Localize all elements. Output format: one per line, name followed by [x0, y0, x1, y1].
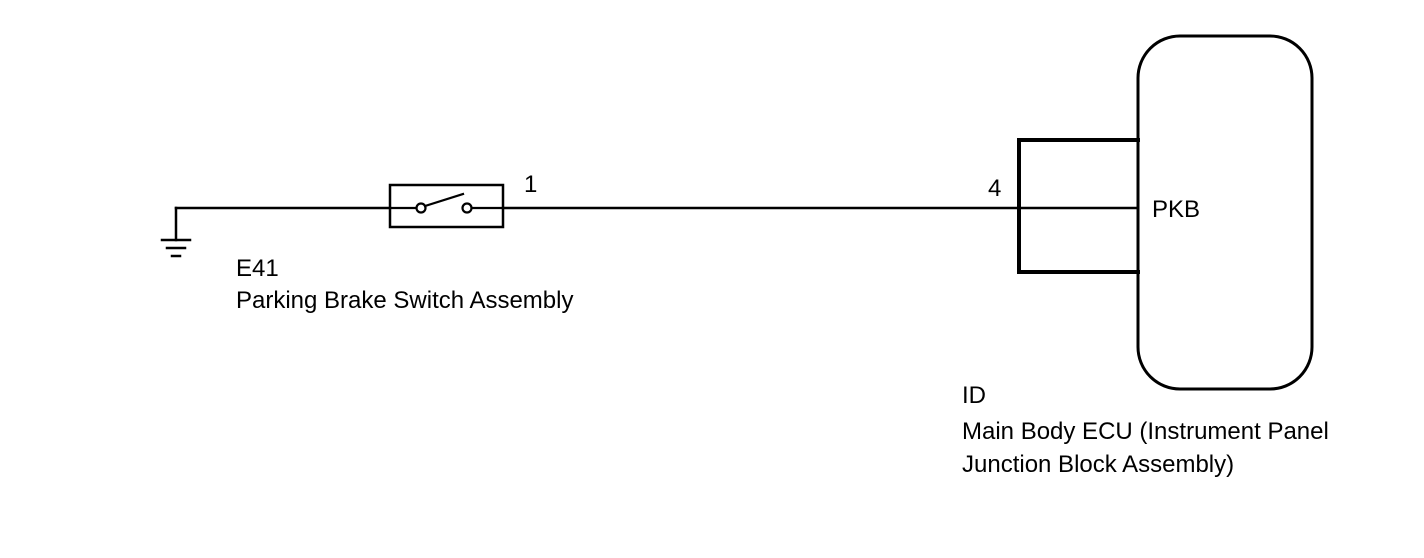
- normally-open-switch-icon: [388, 183, 505, 229]
- ecu-connector: [1017, 138, 1140, 274]
- switch-name-label: Parking Brake Switch Assembly: [236, 287, 573, 314]
- ecu-name-label-line1: Main Body ECU (Instrument Panel: [962, 418, 1329, 445]
- switch-code-label: E41: [236, 255, 279, 282]
- ecu-terminal-label: PKB: [1152, 196, 1200, 223]
- ecu-body: [1136, 34, 1314, 391]
- ecu-code-label: ID: [962, 382, 986, 409]
- switch-pin-label: 1: [524, 171, 537, 198]
- ecu-name-label-line2: Junction Block Assembly): [962, 451, 1234, 478]
- ecu-pin-label: 4: [988, 175, 1001, 202]
- ground-icon: [160, 206, 192, 258]
